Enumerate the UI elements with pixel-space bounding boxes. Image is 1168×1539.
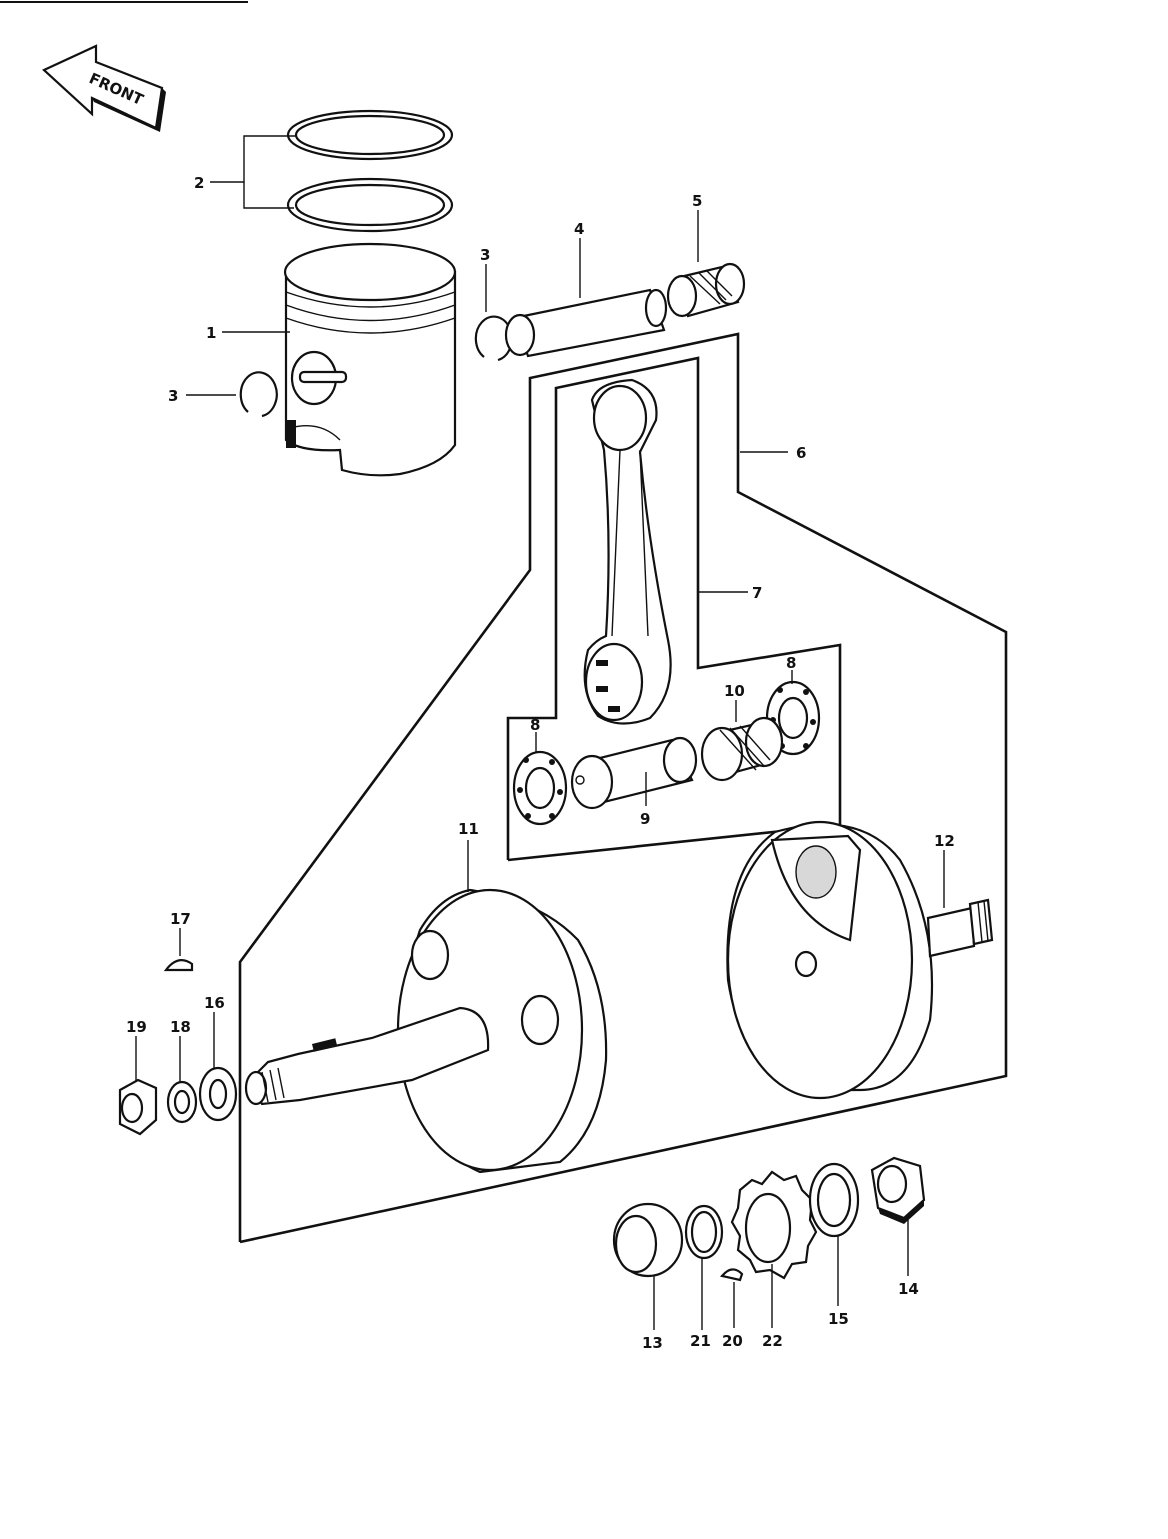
callout-15: 15 (828, 1310, 849, 1328)
callout-4: 4 (574, 220, 584, 238)
drive-sprocket-22 (730, 1170, 818, 1280)
callout-7: 7 (752, 584, 762, 602)
circlip-left (239, 371, 278, 418)
callout-5: 5 (692, 192, 702, 210)
callout-21: 21 (690, 1332, 711, 1350)
washer-16 (198, 1066, 238, 1122)
connecting-rod (583, 378, 672, 725)
washer-15 (808, 1162, 860, 1238)
callout-12: 12 (934, 832, 955, 850)
callout-19: 19 (126, 1018, 147, 1036)
callout-labels: 1 2 3 3 4 5 6 7 8 8 9 10 11 12 13 14 15 … (126, 174, 955, 1352)
crank-pin (570, 736, 698, 810)
crankshaft-assembly-frame (238, 332, 1008, 1244)
callout-14: 14 (898, 1280, 919, 1298)
callout-13: 13 (642, 1334, 663, 1352)
left-crank-half (244, 888, 608, 1174)
piston (283, 242, 457, 477)
oil-seal-13 (612, 1202, 684, 1278)
callout-20: 20 (722, 1332, 743, 1350)
leader-lines (135, 135, 945, 1330)
callout-8-left: 8 (530, 716, 540, 734)
callout-1: 1 (206, 324, 216, 342)
callout-3-right: 3 (480, 246, 490, 264)
callout-6: 6 (796, 444, 806, 462)
callout-3-left: 3 (168, 387, 178, 405)
callout-9: 9 (640, 810, 650, 828)
front-arrow-icon: FRONT (42, 44, 166, 132)
piston-ring-lower (286, 177, 454, 233)
callout-2: 2 (194, 174, 204, 192)
woodruff-key-left (163, 959, 194, 972)
nut-19 (118, 1078, 158, 1136)
callout-17: 17 (170, 910, 191, 928)
right-crank-half (726, 820, 994, 1100)
callout-16: 16 (204, 994, 225, 1012)
callout-22: 22 (762, 1332, 783, 1350)
callout-10: 10 (724, 682, 745, 700)
connecting-rod-subframe (506, 356, 842, 862)
lock-washer-18 (166, 1080, 198, 1124)
small-end-needle-bearing (666, 262, 746, 318)
woodruff-key-20 (719, 1268, 744, 1282)
piston-ring-upper (286, 109, 454, 161)
spacer-21 (684, 1204, 724, 1260)
piston-pin (504, 288, 668, 358)
nut-14 (870, 1156, 926, 1224)
callout-18: 18 (170, 1018, 191, 1036)
callout-11: 11 (458, 820, 479, 838)
circlip-right (474, 315, 513, 362)
thrust-washer-left (512, 750, 568, 826)
callout-8-right: 8 (786, 654, 796, 672)
big-end-needle-bearing (700, 716, 784, 782)
